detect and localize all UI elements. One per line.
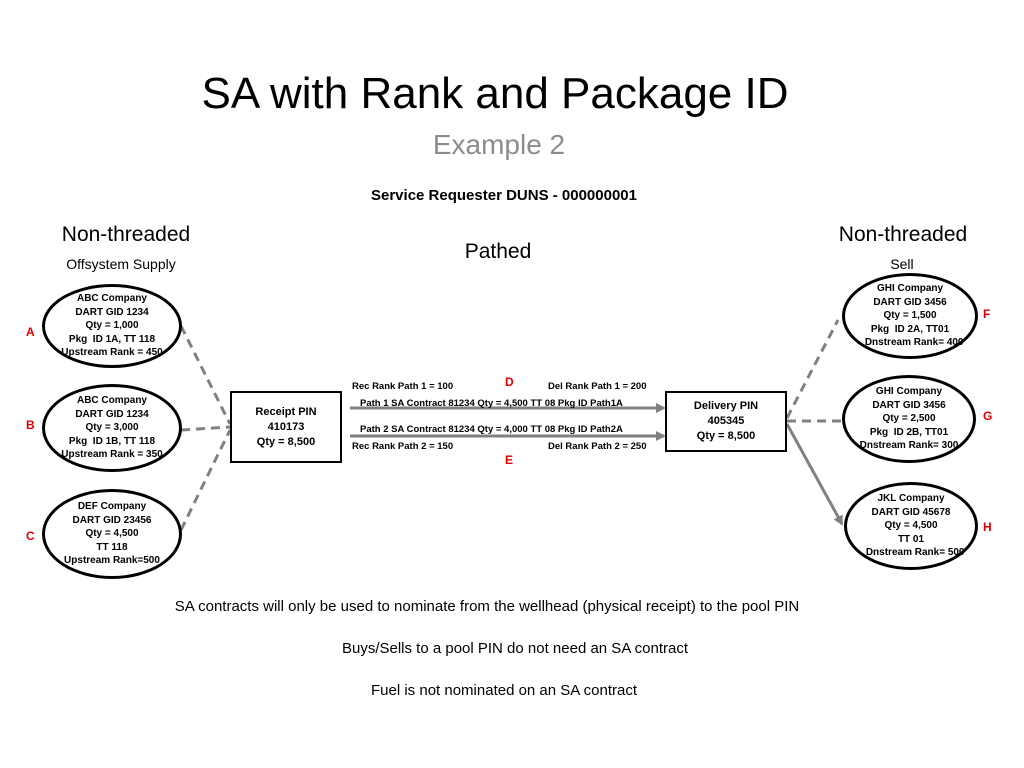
sell-node-h: JKL Company DART GID 45678 Qty = 4,500 T… bbox=[844, 482, 978, 570]
path-1-label: Path 1 SA Contract 81234 Qty = 4,500 TT … bbox=[360, 398, 623, 409]
left-header-title: Non-threaded bbox=[61, 223, 191, 246]
connector-b-receipt bbox=[180, 425, 231, 432]
supply-node-b-text: ABC Company DART GID 1234 Qty = 3,000 Pk… bbox=[61, 395, 163, 461]
label-a: A bbox=[26, 325, 35, 339]
middle-header: Pathed bbox=[464, 240, 532, 263]
sell-node-g-text: GHI Company DART GID 3456 Qty = 2,500 Pk… bbox=[859, 386, 959, 452]
delivery-pin-text: Delivery PIN 405345 Qty = 8,500 bbox=[693, 400, 759, 442]
receipt-pin-box: Receipt PIN 410173 Qty = 8,500 bbox=[230, 391, 342, 463]
label-b: B bbox=[26, 418, 35, 432]
label-g: G bbox=[983, 409, 993, 423]
receipt-pin-text: Receipt PIN 410173 Qty = 8,500 bbox=[255, 405, 317, 448]
service-requester-label: Service Requester DUNS - 000000001 bbox=[371, 187, 637, 204]
connector-a-receipt bbox=[179, 325, 232, 425]
path-2-label: Path 2 SA Contract 81234 Qty = 4,000 TT … bbox=[360, 424, 623, 435]
right-header-title: Non-threaded bbox=[838, 223, 968, 246]
rec-rank-path-2: Rec Rank Path 2 = 150 bbox=[352, 441, 454, 452]
sell-node-f: GHI Company DART GID 3456 Qty = 1,500 Pk… bbox=[842, 273, 978, 359]
connector-delivery-f bbox=[785, 319, 840, 419]
supply-node-a: ABC Company DART GID 1234 Qty = 1,000 Pk… bbox=[42, 284, 182, 368]
note-buys-sells: Buys/Sells to a pool PIN do not need an … bbox=[341, 640, 689, 657]
sell-node-f-text: GHI Company DART GID 3456 Qty = 1,500 Pk… bbox=[864, 283, 964, 349]
left-header-subtitle: Offsystem Supply bbox=[66, 256, 176, 272]
supply-node-c: DEF Company DART GID 23456 Qty = 4,500 T… bbox=[42, 489, 182, 579]
sell-node-h-text: JKL Company DART GID 45678 Qty = 4,500 T… bbox=[865, 493, 965, 559]
label-e: E bbox=[505, 453, 514, 467]
rec-rank-path-1: Rec Rank Path 1 = 100 bbox=[352, 381, 454, 392]
connector-c-receipt bbox=[179, 429, 232, 531]
label-f: F bbox=[983, 307, 991, 321]
note-sa-contracts: SA contracts will only be used to nomina… bbox=[174, 598, 800, 615]
note-fuel: Fuel is not nominated on an SA contract bbox=[371, 682, 637, 699]
connector-delivery-h-arrow bbox=[785, 423, 844, 526]
page-title: SA with Rank and Package ID bbox=[201, 69, 789, 118]
supply-node-a-text: ABC Company DART GID 1234 Qty = 1,000 Pk… bbox=[61, 293, 163, 359]
label-h: H bbox=[983, 520, 992, 534]
supply-node-b: ABC Company DART GID 1234 Qty = 3,000 Pk… bbox=[42, 384, 182, 472]
label-d: D bbox=[505, 375, 514, 389]
page-subtitle: Example 2 bbox=[432, 129, 566, 160]
label-c: C bbox=[26, 529, 35, 543]
del-rank-path-2: Del Rank Path 2 = 250 bbox=[548, 441, 647, 452]
del-rank-path-1: Del Rank Path 1 = 200 bbox=[548, 381, 647, 392]
supply-node-c-text: DEF Company DART GID 23456 Qty = 4,500 T… bbox=[64, 501, 160, 567]
delivery-pin-box: Delivery PIN 405345 Qty = 8,500 bbox=[665, 391, 787, 452]
right-header-subtitle: Sell bbox=[890, 256, 914, 272]
sell-node-g: GHI Company DART GID 3456 Qty = 2,500 Pk… bbox=[842, 375, 976, 463]
